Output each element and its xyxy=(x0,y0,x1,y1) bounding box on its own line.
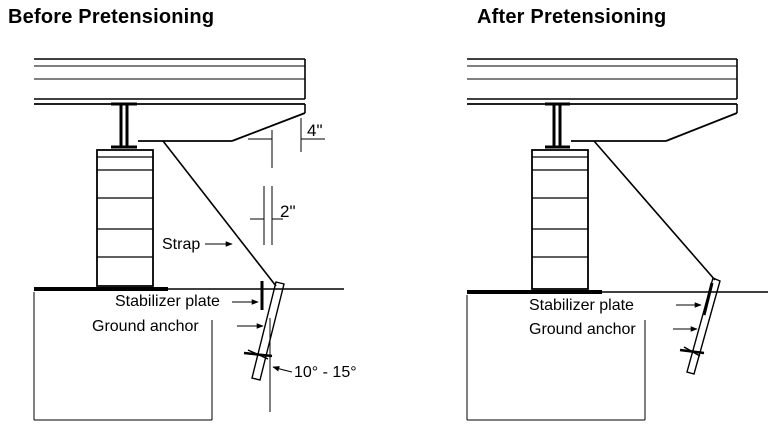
before-panel: 4" 2" Strap Stabilizer plate Ground anch… xyxy=(33,58,357,421)
floor-beam-after xyxy=(467,58,738,142)
pier-blocks-after xyxy=(531,149,589,290)
stabilizer-plate-label: Stabilizer plate xyxy=(115,293,220,310)
ground-after xyxy=(466,290,768,421)
ground xyxy=(33,287,344,421)
ground-anchor-label: Ground anchor xyxy=(92,318,199,335)
pier-blocks xyxy=(96,149,154,287)
i-beam xyxy=(111,102,137,149)
ground-anchor-label-after: Ground anchor xyxy=(529,321,636,338)
dimension-lines xyxy=(248,118,325,412)
angle-arc xyxy=(272,366,293,373)
strap-after xyxy=(593,140,716,281)
ground-anchor-after xyxy=(679,277,721,375)
ground-anchor xyxy=(243,281,285,381)
dimension-label-2in: 2" xyxy=(280,202,296,221)
angle-label: 10° - 15° xyxy=(294,364,357,381)
panel-title-before: Before Pretensioning xyxy=(8,6,215,28)
stabilizer-plate-label-after: Stabilizer plate xyxy=(529,297,634,314)
panel-title-after: After Pretensioning xyxy=(477,6,667,28)
strap-label: Strap xyxy=(162,236,200,253)
floor-beam xyxy=(34,58,306,142)
after-panel: Stabilizer plate Ground anchor xyxy=(466,58,768,421)
dimension-label-4in: 4" xyxy=(307,121,323,140)
i-beam-after xyxy=(545,102,570,149)
strap xyxy=(162,140,277,287)
